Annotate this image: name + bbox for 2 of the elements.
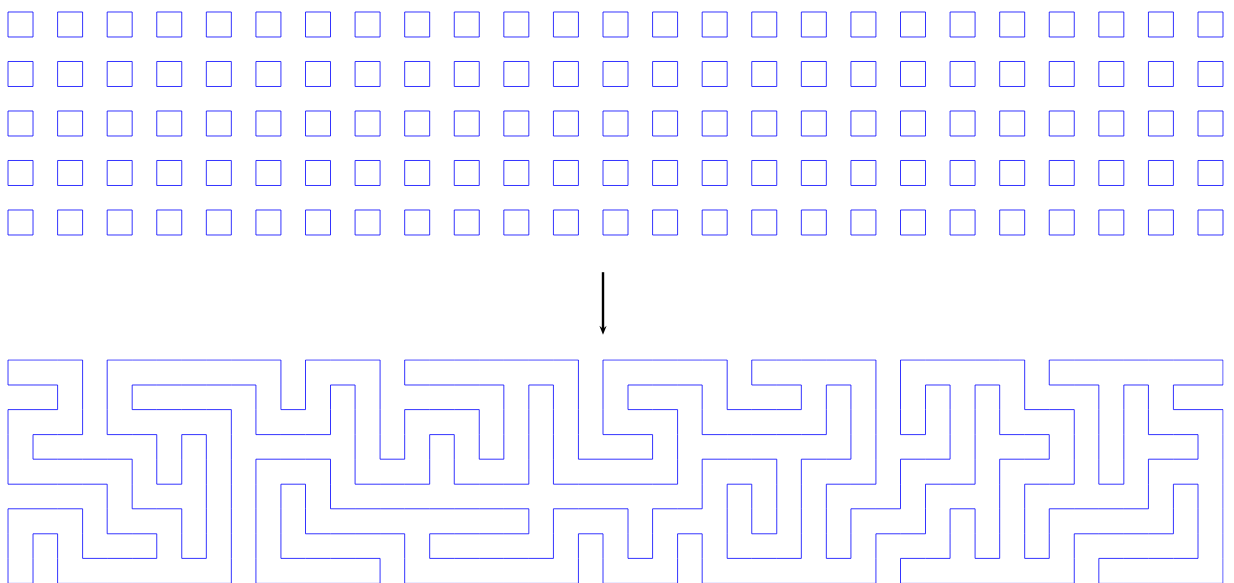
maze-drawing [7, 359, 1224, 583]
square-grid-drawing [7, 11, 1224, 236]
